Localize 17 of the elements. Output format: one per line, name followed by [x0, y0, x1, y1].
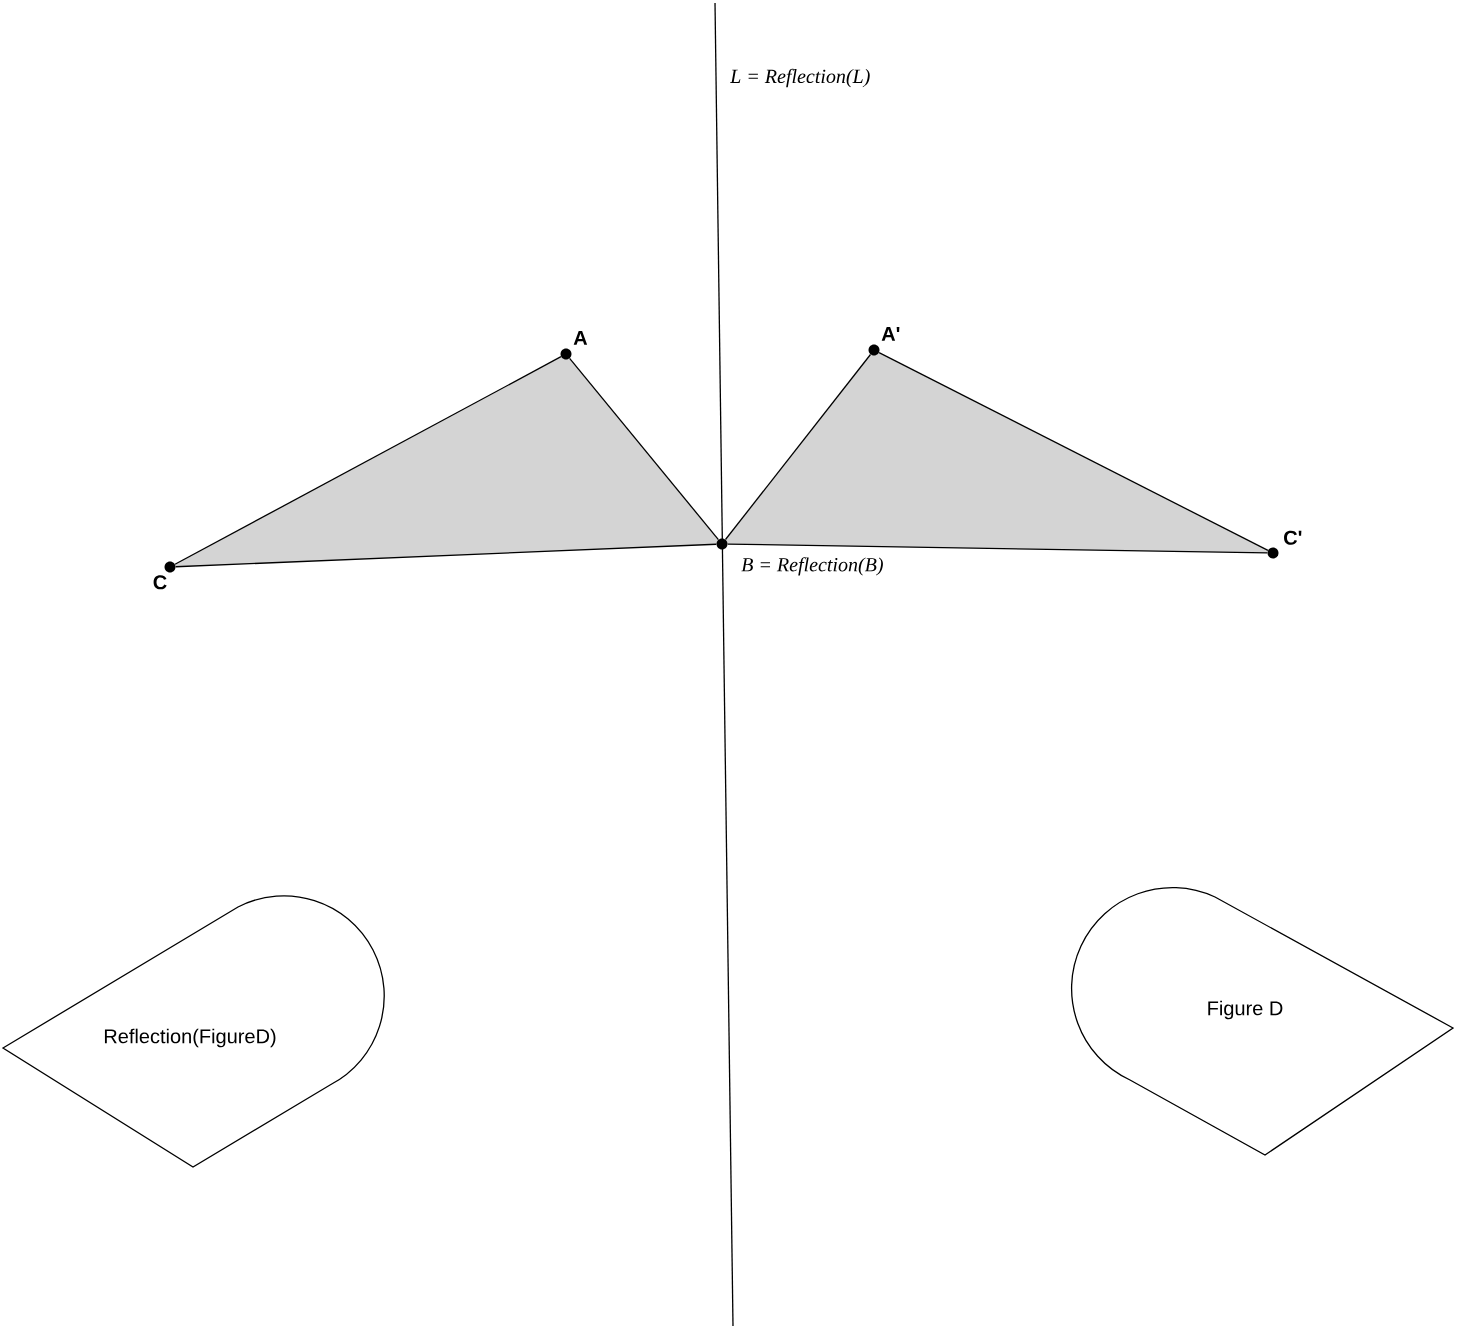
point-label: A': [881, 327, 900, 341]
point-label: A: [573, 331, 588, 345]
point: [560, 348, 572, 360]
point-label: B = Reflection(B): [741, 557, 883, 576]
triangle-side: [878, 351, 1269, 552]
triangle-side: [727, 543, 1268, 554]
point: [1267, 547, 1279, 559]
triangle-side: [175, 543, 717, 568]
point: [164, 561, 176, 573]
point-label: C: [153, 575, 167, 590]
point: [868, 344, 880, 356]
triangle-side: [724, 353, 872, 541]
line-label: L = Reflection(L): [729, 68, 870, 88]
triangle-side: [568, 357, 720, 541]
triangle-side: [174, 356, 562, 565]
point: [716, 538, 728, 550]
point-label: C': [1284, 530, 1302, 545]
